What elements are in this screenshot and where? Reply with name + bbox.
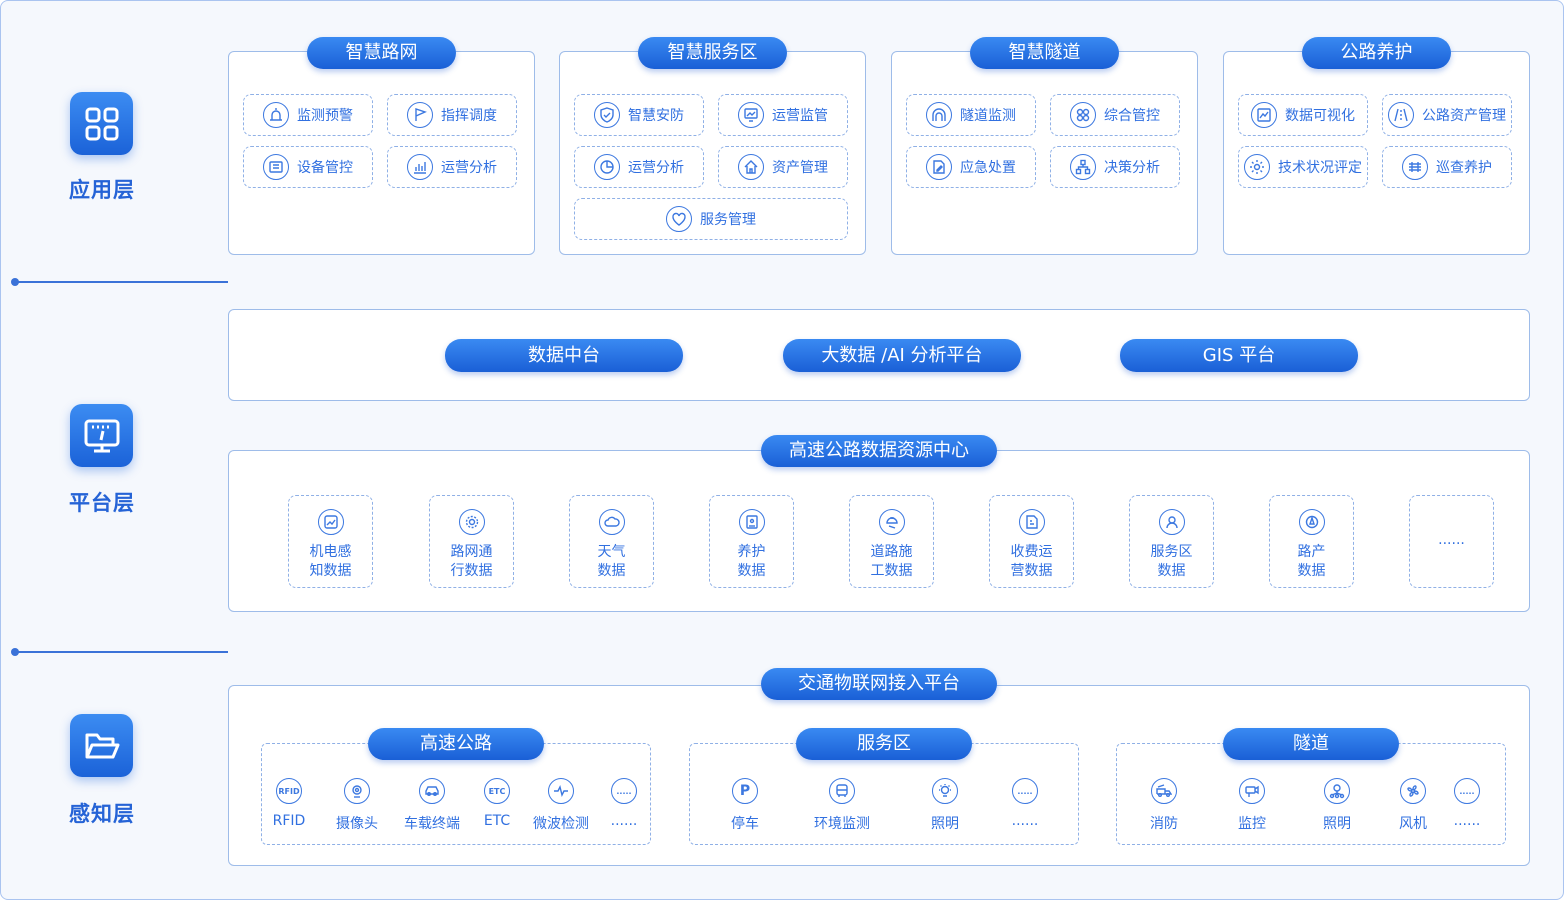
gear-icon [459, 509, 485, 535]
app-item-device-control[interactable]: 设备管控 [243, 146, 373, 188]
resource-item-road-property[interactable]: 路产数据 [1269, 495, 1354, 588]
cctv-icon [1239, 778, 1265, 804]
resource-item-construction[interactable]: 道路施工数据 [849, 495, 934, 588]
toll-document-icon [1019, 509, 1045, 535]
platform-bigdata-ai: 大数据 /AI 分析平台 [783, 339, 1021, 372]
app-item-security[interactable]: 智慧安防 [574, 94, 704, 136]
flag-icon [407, 102, 433, 128]
gear-icon [1244, 154, 1270, 180]
iot-group-highway [261, 743, 651, 845]
app-group-title: 智慧隧道 [970, 37, 1119, 69]
app-item-decision-analysis[interactable]: 决策分析 [1050, 146, 1180, 188]
cloud-icon [599, 509, 625, 535]
device-list-icon [263, 154, 289, 180]
fire-truck-icon [1151, 778, 1177, 804]
app-group-title: 智慧服务区 [638, 37, 787, 69]
clipboard-icon [739, 509, 765, 535]
app-item-road-asset-management[interactable]: 公路资产管理 [1382, 94, 1512, 136]
app-item-monitoring-warning[interactable]: 监测预警 [243, 94, 373, 136]
resource-item-weather[interactable]: 天气数据 [569, 495, 654, 588]
app-item-operation-analysis[interactable]: 运营分析 [387, 146, 517, 188]
iot-platform-title: 交通物联网接入平台 [761, 668, 997, 700]
app-item-operation-analysis[interactable]: 运营分析 [574, 146, 704, 188]
grid-icon [70, 92, 133, 155]
chart-window-icon [1251, 102, 1277, 128]
app-item-operation-supervision[interactable]: 运营监管 [718, 94, 848, 136]
app-group-title: 公路养护 [1302, 37, 1451, 69]
tunnel-icon [926, 102, 952, 128]
layer-divider-1 [11, 278, 228, 286]
monitor-icon [70, 404, 133, 467]
camera-icon [344, 778, 370, 804]
car-icon [419, 778, 445, 804]
highway-icon [1402, 154, 1428, 180]
app-group-title: 智慧路网 [307, 37, 456, 69]
resource-item-toll[interactable]: 收费运营数据 [989, 495, 1074, 588]
resource-center-title: 高速公路数据资源中心 [761, 435, 997, 467]
app-item-asset-management[interactable]: 资产管理 [718, 146, 848, 188]
compass-icon [1299, 509, 1325, 535]
resource-item-service-area[interactable]: 服务区数据 [1129, 495, 1214, 588]
shield-icon [594, 102, 620, 128]
layer-label-app: 应用层 [69, 178, 135, 202]
heart-icon [666, 206, 692, 232]
bus-icon [829, 778, 855, 804]
layer-label-platform: 平台层 [69, 491, 135, 515]
iot-group-title: 服务区 [796, 728, 972, 760]
app-item-inspection-maintenance[interactable]: 巡查养护 [1382, 146, 1512, 188]
resource-item-maintenance[interactable]: 养护数据 [709, 495, 794, 588]
user-icon [1159, 509, 1185, 535]
layer-divider-2 [11, 648, 228, 656]
org-chart-icon [1070, 154, 1096, 180]
document-edit-icon [926, 154, 952, 180]
iot-group-title: 隧道 [1223, 728, 1399, 760]
app-item-dispatch[interactable]: 指挥调度 [387, 94, 517, 136]
app-item-data-visualization[interactable]: 数据可视化 [1238, 94, 1368, 136]
iot-group-title: 高速公路 [368, 728, 544, 760]
folder-icon [70, 714, 133, 777]
app-item-technical-condition-evaluation[interactable]: 技术状况评定 [1238, 146, 1368, 188]
etc-icon: ETC [484, 778, 510, 804]
pulse-icon [548, 778, 574, 804]
resource-item-more[interactable]: ...... [1409, 495, 1494, 588]
alarm-icon [263, 102, 289, 128]
more-icon: ..... [611, 778, 637, 804]
platform-gis: GIS 平台 [1120, 339, 1358, 372]
sensor-chart-icon [318, 509, 344, 535]
bulb-icon [932, 778, 958, 804]
rfid-icon: RFID [276, 778, 302, 804]
resource-item-traffic[interactable]: 路网通行数据 [429, 495, 514, 588]
pie-chart-icon [594, 154, 620, 180]
grid-circles-icon [1070, 102, 1096, 128]
platform-data-middle: 数据中台 [445, 339, 683, 372]
worker-icon [879, 509, 905, 535]
light-network-icon [1324, 778, 1350, 804]
resource-item-electromechanical[interactable]: 机电感知数据 [288, 495, 373, 588]
layer-label-perception: 感知层 [69, 802, 135, 826]
fan-icon [1400, 778, 1426, 804]
app-item-integrated-control[interactable]: 综合管控 [1050, 94, 1180, 136]
app-item-service-management[interactable]: 服务管理 [574, 198, 848, 240]
house-icon [738, 154, 764, 180]
road-icon [1388, 102, 1414, 128]
iot-group-tunnel [1116, 743, 1506, 845]
more-icon: ..... [1012, 778, 1038, 804]
bar-chart-icon [407, 154, 433, 180]
parking-icon: P [732, 778, 758, 804]
screen-chart-icon [738, 102, 764, 128]
app-item-tunnel-monitoring[interactable]: 隧道监测 [906, 94, 1036, 136]
more-icon: ..... [1454, 778, 1480, 804]
app-item-emergency-response[interactable]: 应急处置 [906, 146, 1036, 188]
